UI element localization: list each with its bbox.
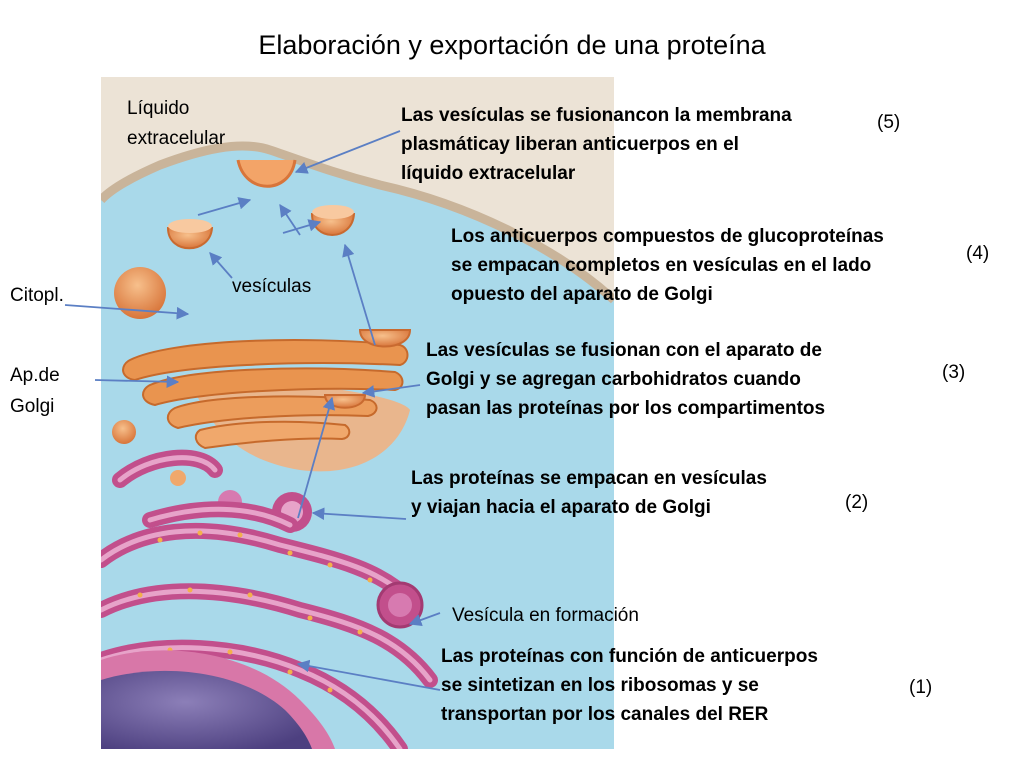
step-3-number: (3)	[942, 362, 966, 383]
label-vesiculas: vesículas	[232, 276, 312, 297]
step-4-number: (4)	[966, 243, 990, 264]
step-1-line: Las proteínas con función de anticuerpos	[441, 646, 818, 667]
label-citopl: Citopl.	[10, 285, 64, 306]
step-4-line: opuesto del aparato de Golgi	[451, 284, 713, 305]
step-2-text: Las proteínas se empacan en vesículas y …	[411, 464, 767, 522]
step-2-line: y viajan hacia el aparato de Golgi	[411, 497, 711, 518]
step-5-line: Las vesículas se fusionancon la membrana	[401, 105, 792, 126]
step-2-line: Las proteínas se empacan en vesículas	[411, 468, 767, 489]
ribosomes	[137, 530, 373, 693]
step-4-line: Los anticuerpos compuestos de glucoprote…	[451, 226, 884, 247]
step-4-line: se empacan completos en vesículas en el …	[451, 255, 872, 276]
label-extracelular: extracelular	[127, 128, 226, 149]
step-3-line: Golgi y se agregan carbohidratos cuando	[426, 369, 801, 390]
step-3-line: Las vesículas se fusionan con el aparato…	[426, 340, 822, 361]
label-vesicula-formacion: Vesícula en formación	[452, 605, 639, 626]
step-1-line: transportan por los canales del RER	[441, 704, 769, 725]
exocytosis-vesicle	[236, 159, 297, 188]
step-5-line: plasmáticay liberan anticuerpos en el	[401, 134, 739, 155]
plasma-membrane	[101, 141, 614, 304]
step-1-text: Las proteínas con función de anticuerpos…	[441, 642, 818, 729]
step-3-text: Las vesículas se fusionan con el aparato…	[426, 336, 825, 423]
nucleus	[101, 650, 335, 749]
rough-er	[101, 449, 438, 749]
secretory-vesicles	[112, 205, 356, 486]
step-2-number: (2)	[845, 492, 869, 513]
extracellular-fluid	[101, 77, 614, 300]
label-apde: Ap.de	[10, 365, 60, 386]
label-golgi: Golgi	[10, 396, 55, 417]
label-liquido: Líquido	[127, 98, 190, 119]
step-1-line: se sintetizan en los ribosomas y se	[441, 675, 759, 696]
step-1-number: (1)	[909, 677, 933, 698]
page-title: Elaboración y exportación de una proteín…	[258, 30, 766, 60]
step-4-text: Los anticuerpos compuestos de glucoprote…	[451, 222, 884, 309]
step-5-text: Las vesículas se fusionancon la membrana…	[401, 101, 792, 188]
step-5-line: líquido extracelular	[401, 163, 576, 184]
annotation-arrows	[64, 130, 441, 691]
step-5-number: (5)	[877, 112, 901, 133]
step-3-line: pasan las proteínas por los compartiment…	[426, 398, 826, 419]
